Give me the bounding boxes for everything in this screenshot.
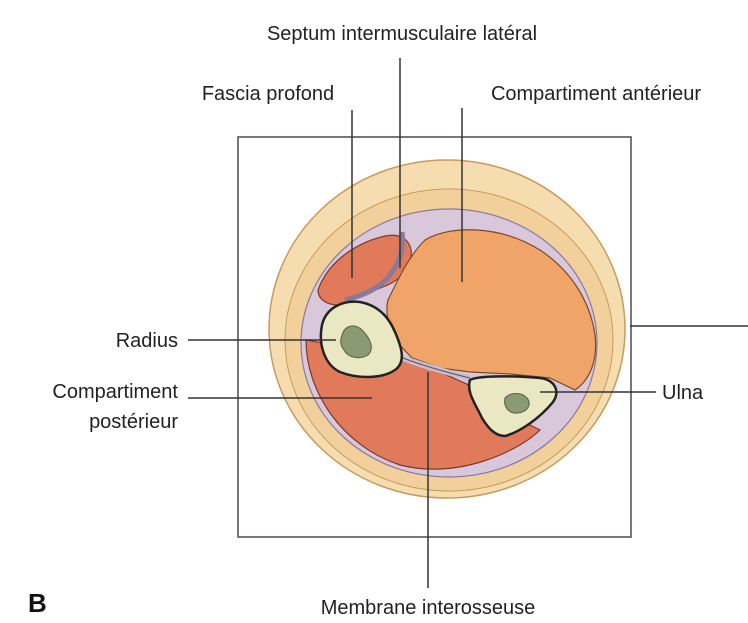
label-radius: Radius (116, 330, 178, 352)
label-anterior: Compartiment antérieur (491, 83, 701, 105)
label-posterior-line1: Compartiment (52, 381, 178, 403)
ulna-marrow (505, 394, 529, 414)
label-ulna: Ulna (662, 382, 704, 404)
label-fascia: Fascia profond (202, 83, 334, 105)
label-septum: Septum intermusculaire latéral (267, 23, 537, 45)
label-membrane: Membrane interosseuse (321, 597, 536, 619)
label-posterior-line2: postérieur (89, 411, 178, 433)
panel-letter: B (28, 588, 47, 618)
